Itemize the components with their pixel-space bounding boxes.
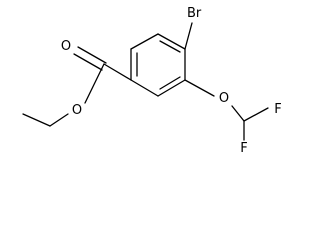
bond-carbonyl-double-2 [73, 53, 103, 71]
bond-carbonyl-double-1 [77, 46, 107, 64]
bromine-label: Br [187, 6, 202, 21]
ring-bond [157, 79, 186, 97]
bond-carbonyl-ester-o [84, 63, 105, 104]
bond-c-o-ether [184, 79, 215, 97]
benzene-ring [130, 33, 186, 97]
ring-double-bond [159, 40, 181, 53]
bond-ester-o-ch2 [49, 113, 69, 127]
fluorine-bottom-label: F [240, 141, 247, 154]
ester-oxygen-label: O [72, 103, 82, 118]
bond-c-f-top [243, 107, 269, 122]
ring-bond [130, 33, 159, 50]
bond-c-br [184, 22, 193, 50]
ether-oxygen-label: O [219, 91, 229, 106]
fluorine-top-label: F [274, 102, 281, 117]
ring-bond [157, 33, 186, 50]
bond-ring-carbonyl [103, 63, 132, 81]
ring-bond [130, 79, 159, 97]
molecule-diagram: Br O F F O O [22, 6, 282, 154]
molecule-structure: Br O F F O O [22, 6, 282, 154]
bond-o-chf2 [231, 105, 245, 122]
carbonyl-oxygen-label: O [61, 39, 71, 54]
bond-ch2-ch3 [22, 113, 51, 127]
ring-double-bond [159, 76, 181, 90]
